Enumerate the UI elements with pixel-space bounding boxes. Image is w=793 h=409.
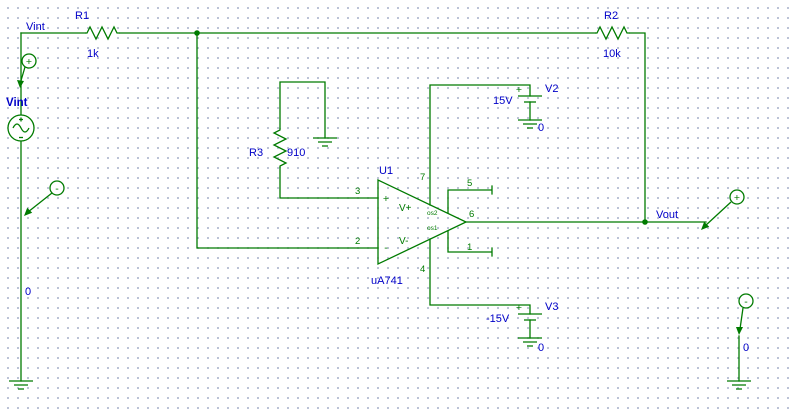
resistor-r2[interactable] (595, 25, 630, 41)
probe-arrow-icon (701, 221, 710, 230)
wire-r2-to-output[interactable] (629, 32, 646, 223)
source-plus-icon (19, 117, 23, 122)
wires (20, 32, 740, 382)
wire-r3-top-to-ground[interactable] (279, 81, 326, 139)
net-label-gnd-probe[interactable]: 0 (743, 342, 749, 354)
probe-circle[interactable] (21, 53, 37, 69)
v3-value-label[interactable]: -15V (486, 313, 510, 325)
net-label-gnd-v2[interactable]: 0 (538, 122, 544, 134)
probe-circle[interactable] (738, 293, 754, 309)
probe-arrow-icon (736, 327, 743, 335)
u1-pin2-number: 2 (355, 236, 360, 247)
r2-value-label[interactable]: 10k (603, 48, 621, 60)
voltage-probe-plus-top-left[interactable]: + (17, 53, 37, 88)
probe-sign: + (26, 56, 32, 68)
net-label-vint[interactable]: Vint (26, 21, 45, 33)
probe-leader (704, 201, 732, 227)
u1-os2-label: os2 (427, 210, 438, 217)
u1-pin3-number: 3 (355, 186, 360, 197)
net-label-gnd-v3[interactable]: 0 (538, 342, 544, 354)
source-v3[interactable] (518, 313, 542, 321)
wire-pin1-stub[interactable] (447, 230, 493, 257)
vint-source-ref-label[interactable]: Vint (6, 97, 28, 109)
wire-pin5-stub[interactable] (447, 185, 493, 214)
ground-symbol-probe[interactable] (727, 380, 751, 390)
probe-arrow-icon (24, 207, 33, 216)
probe-leader (739, 307, 744, 330)
junction-dot (194, 30, 200, 36)
probe-leader (27, 192, 53, 213)
v2-ref-label[interactable]: V2 (545, 83, 558, 95)
ground-symbol-r3[interactable] (313, 137, 337, 147)
u1-vplus-label: V+ (399, 203, 412, 214)
resistor-r1[interactable] (85, 25, 120, 41)
ground-symbol-v2[interactable] (518, 119, 542, 129)
wire-r3-to-noninverting[interactable] (279, 167, 379, 199)
r3-value-label[interactable]: 910 (287, 147, 305, 159)
wire-pin7-to-v2[interactable] (429, 84, 531, 206)
u1-os1-label: os1 (427, 225, 438, 232)
u1-input-minus-icon: - (384, 242, 388, 254)
u1-pin5-number: 5 (467, 178, 472, 189)
wire-pin4-to-v3[interactable] (429, 238, 531, 315)
v3-ref-label[interactable]: V3 (545, 301, 558, 313)
u1-part-label[interactable]: uA741 (371, 275, 403, 287)
probe-sign: + (734, 192, 740, 204)
sine-wave-icon (12, 123, 30, 133)
probe-sign: - (55, 183, 59, 195)
voltage-probe-minus-ground[interactable]: - (736, 293, 754, 335)
r1-value-label[interactable]: 1k (87, 48, 99, 60)
v2-value-label[interactable]: 15V (493, 95, 513, 107)
u1-pin1-number: 1 (467, 242, 472, 253)
junction-dot (642, 219, 648, 225)
r3-ref-label[interactable]: R3 (249, 147, 263, 159)
opamp-u1[interactable] (377, 178, 468, 266)
u1-ref-label[interactable]: U1 (379, 165, 393, 177)
probe-arrow-icon (17, 80, 24, 88)
vint-source-symbol[interactable] (7, 114, 35, 142)
v3-plus-icon: + (516, 302, 522, 314)
source-v2[interactable] (518, 95, 542, 103)
u1-vminus-label: V- (399, 236, 408, 247)
wire-inverting-input[interactable] (196, 32, 379, 249)
r1-ref-label[interactable]: R1 (75, 10, 89, 22)
u1-pin6-number: 6 (469, 209, 474, 220)
ground-symbol-left[interactable] (9, 380, 33, 390)
net-label-gnd-left[interactable]: 0 (25, 286, 31, 298)
probe-sign: - (744, 296, 748, 308)
v2-plus-icon: + (516, 84, 522, 96)
probe-circle[interactable] (49, 180, 65, 196)
net-label-vout[interactable]: Vout (656, 209, 678, 221)
u1-pin4-number: 4 (420, 264, 425, 275)
opamp-triangle[interactable] (377, 178, 468, 266)
u1-pin7-number: 7 (420, 172, 425, 183)
u1-input-plus-icon: + (383, 193, 389, 205)
r2-ref-label[interactable]: R2 (604, 10, 618, 22)
probe-circle[interactable] (729, 189, 745, 205)
resistor-r3[interactable] (272, 128, 288, 168)
voltage-probe-plus-vout[interactable]: + (701, 189, 745, 230)
ground-symbol-v3[interactable] (518, 337, 542, 347)
voltage-probe-minus-left[interactable]: - (24, 180, 65, 216)
